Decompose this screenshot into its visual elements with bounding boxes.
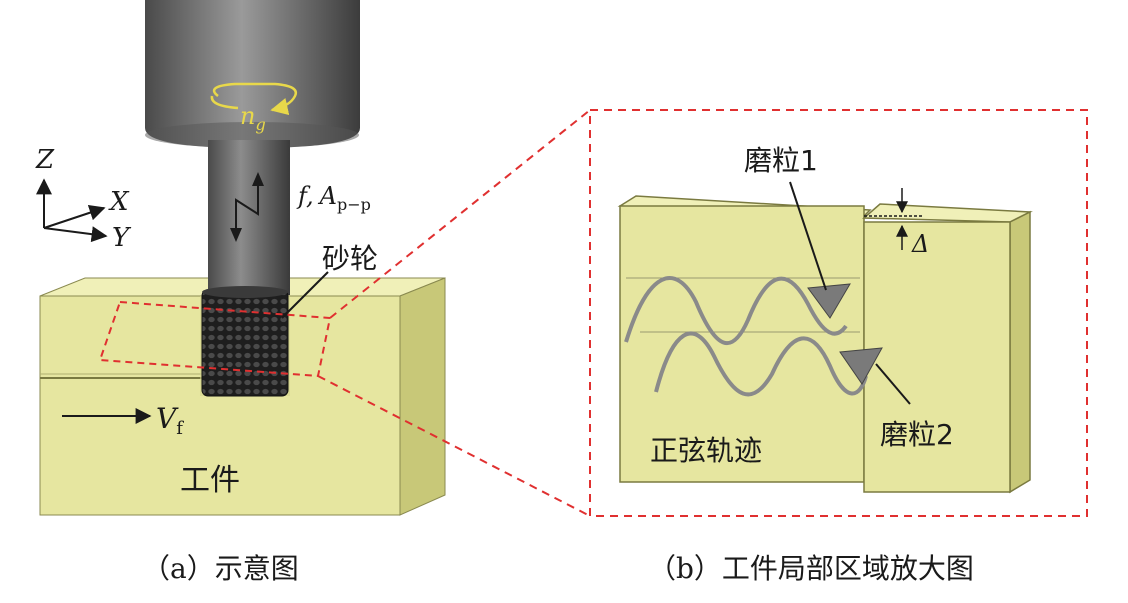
wheel-leader xyxy=(281,271,329,319)
zoom-block-left xyxy=(617,195,872,483)
panel-a: ng f,Ap−p Z X Y 砂轮 Vf 工件 xyxy=(35,0,446,516)
grain2-leader xyxy=(875,363,911,405)
wheel-label: 砂轮 xyxy=(322,242,378,275)
vf-label: Vf xyxy=(156,402,184,439)
grain-2 xyxy=(839,347,883,385)
rotation-label: ng xyxy=(240,102,266,134)
grinding-wheel xyxy=(201,286,289,397)
spindle-shaft xyxy=(208,140,290,295)
grain1-label: 磨粒1 xyxy=(744,144,818,177)
delta-label: Δ xyxy=(911,230,929,258)
axis-y-label: Y xyxy=(112,223,132,253)
zoom-frame xyxy=(589,109,1088,517)
axis-z-label: Z xyxy=(35,145,55,175)
zigzag-arrow-icon xyxy=(230,172,264,242)
grain2-label: 磨粒2 xyxy=(880,418,954,451)
grain-1 xyxy=(807,283,851,319)
sine-trajectory-2 xyxy=(654,331,868,397)
axis-x-label: X xyxy=(108,187,130,217)
workpiece-label: 工件 xyxy=(180,463,240,498)
zoom-connector-top xyxy=(329,109,591,319)
caption-b: （b）工件局部区域放大图 xyxy=(648,552,974,585)
spindle-head xyxy=(145,0,360,148)
feed-label: f,Ap−p xyxy=(296,182,371,214)
zoom-connector-bottom xyxy=(317,375,591,517)
panel-b: 磨粒1 磨粒2 Δ 正弦轨迹 xyxy=(589,109,1088,517)
sine-trajectory-1 xyxy=(624,276,848,346)
curved-arrow-icon xyxy=(210,82,298,116)
caption-a: （a）示意图 xyxy=(142,552,299,585)
trajectory-label: 正弦轨迹 xyxy=(650,434,762,467)
coordinate-axes xyxy=(36,178,108,243)
grain1-leader xyxy=(789,181,827,291)
